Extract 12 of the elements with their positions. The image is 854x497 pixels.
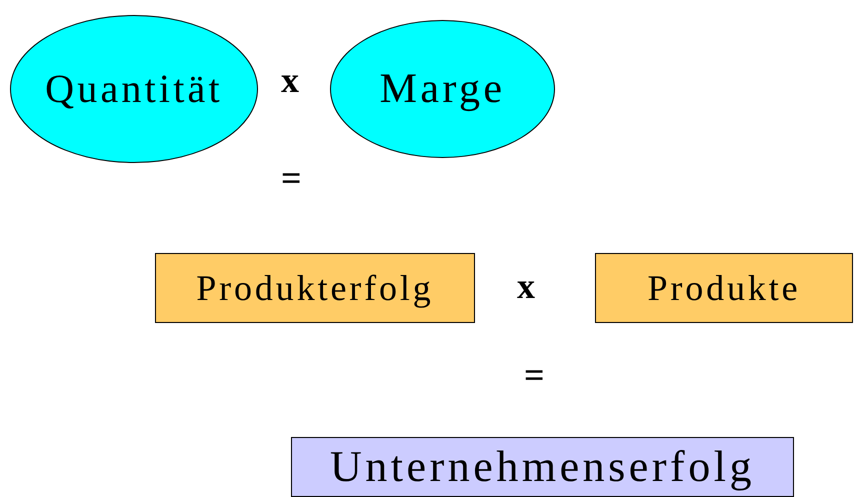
process-box: [595, 253, 853, 323]
process-box: [155, 253, 475, 323]
node-label: Unternehmenserfolg: [330, 445, 755, 489]
node-label: Marge: [380, 68, 506, 110]
node-label: Produkterfolg: [196, 270, 434, 306]
multiply-sign: x: [281, 62, 299, 98]
equals-sign: =: [281, 160, 302, 196]
equals-sign: =: [524, 357, 545, 393]
multiply-sign: x: [517, 268, 535, 304]
node-label: Quantität: [45, 69, 223, 109]
process-box: [291, 437, 794, 497]
node-label: Produkte: [647, 270, 801, 306]
